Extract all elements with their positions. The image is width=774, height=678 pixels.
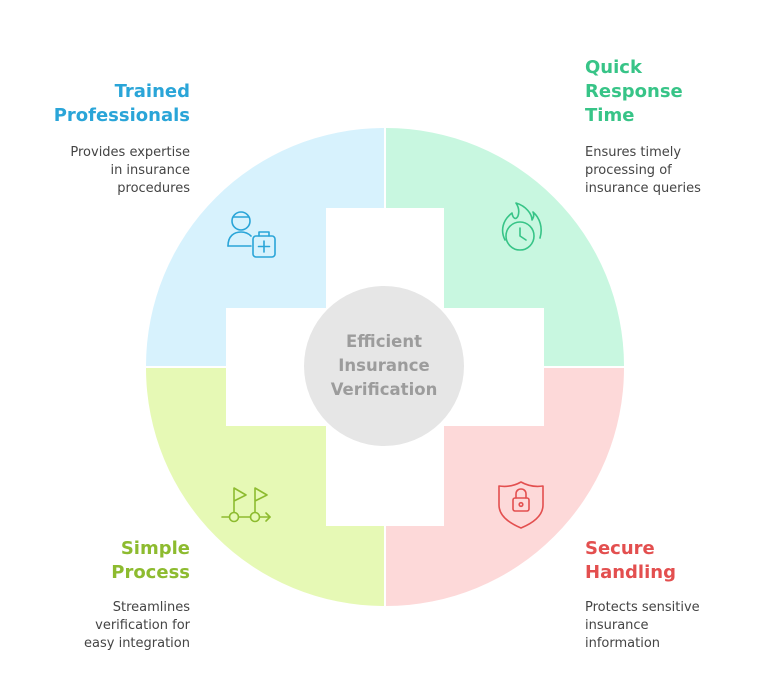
arrow-simple-to-center <box>226 426 326 526</box>
flags-path-icon <box>221 487 271 523</box>
quick-response-time-title: Quick Response Time <box>585 57 683 126</box>
trained-professionals-description: Provides expertise in insurance procedur… <box>70 145 190 196</box>
arrow-secure-to-center <box>444 426 544 526</box>
fire-clock-icon <box>501 202 542 251</box>
secure-handling-description: Protects sensitive insurance information <box>585 600 700 651</box>
trained-professionals-title: Trained Professionals <box>53 81 190 126</box>
quick-response-time-description: Ensures timely processing of insurance q… <box>585 145 701 196</box>
center-circle <box>304 286 464 446</box>
center-label: Efficient Insurance Verification <box>330 332 438 399</box>
shield-lock-icon <box>498 481 544 529</box>
simple-process-title: Simple Process <box>111 538 190 583</box>
simple-process-description: Streamlines verification for easy integr… <box>84 600 190 651</box>
arrow-quick-to-center <box>444 208 544 308</box>
arrow-trained-to-center <box>226 208 326 308</box>
medical-professional-icon <box>227 211 276 258</box>
secure-handling-title: Secure Handling <box>585 538 676 583</box>
